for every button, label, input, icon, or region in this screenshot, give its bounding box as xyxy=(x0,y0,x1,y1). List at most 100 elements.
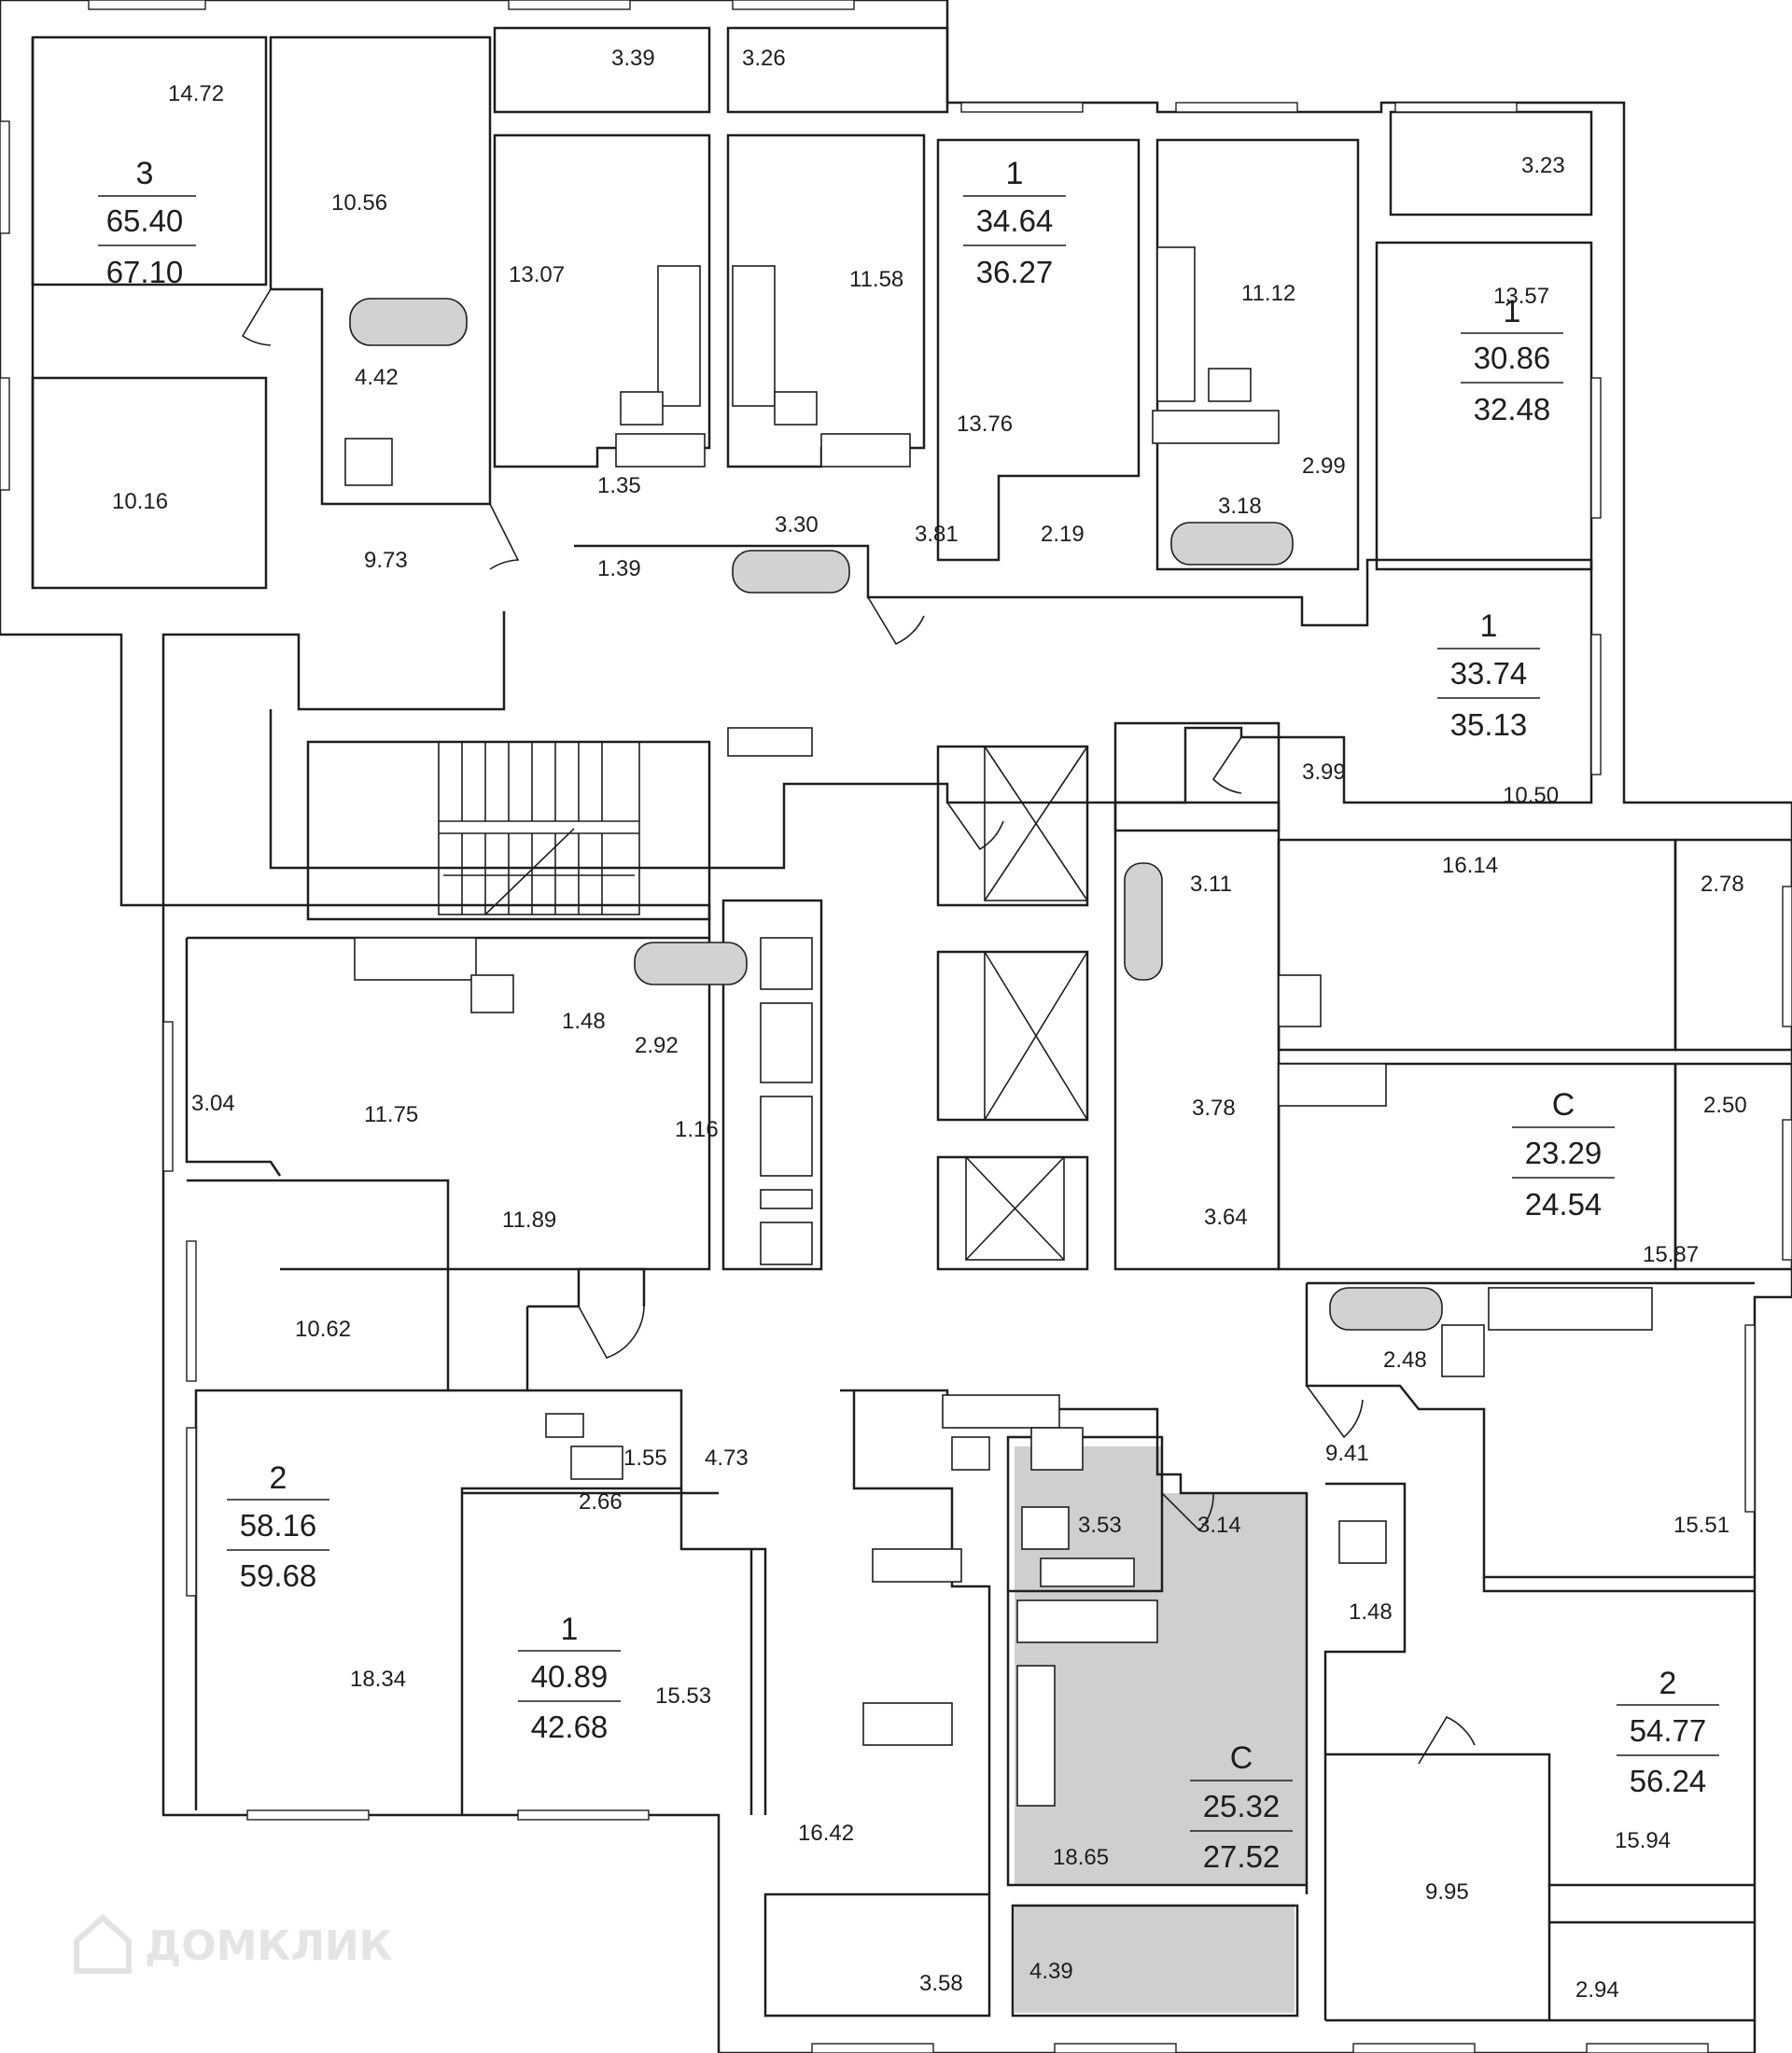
apartment-total-area: 56.24 xyxy=(1630,1764,1707,1798)
room-area-label: 13.57 xyxy=(1493,284,1549,309)
room-area-label: 2.66 xyxy=(579,1489,623,1515)
apartment-total-area: 27.52 xyxy=(1203,1839,1281,1874)
apartment-total-area: 32.48 xyxy=(1474,392,1551,426)
watermark: ДОМКЛИК xyxy=(74,1913,393,1974)
highlighted-apartment xyxy=(1015,1446,1307,2013)
shaft-blocks xyxy=(727,727,813,1265)
room-area-label: 16.14 xyxy=(1442,853,1498,878)
sanitary-fixtures xyxy=(344,246,1653,1807)
elevator-shaft xyxy=(965,1156,1065,1261)
room-area-label: 4.42 xyxy=(355,365,399,390)
room-area-label: 9.95 xyxy=(1425,1879,1469,1905)
room-area-label: 2.94 xyxy=(1575,1977,1619,2003)
apartment-label: 2 54.77 56.24 xyxy=(1617,1666,1719,1798)
room-area-label: 1.55 xyxy=(623,1445,667,1471)
room-area-label: 3.99 xyxy=(1302,760,1346,785)
room-area-label: 3.26 xyxy=(742,46,786,71)
room-area-label: 3.53 xyxy=(1078,1513,1122,1538)
room-area-label: 4.73 xyxy=(705,1445,749,1471)
apartment-rooms: С xyxy=(1230,1740,1253,1776)
apartment-rooms: 1 xyxy=(1006,156,1024,191)
apartment-living-area: 54.77 xyxy=(1630,1713,1707,1748)
apartment-label: 1 33.74 35.13 xyxy=(1437,608,1540,742)
room-area-label: 2.99 xyxy=(1302,454,1346,479)
room-area-label: 18.34 xyxy=(350,1667,406,1692)
apartment-label: 1 30.86 32.48 xyxy=(1461,294,1563,426)
room-area-label: 3.58 xyxy=(919,1971,963,1996)
room-area-label: 10.56 xyxy=(331,190,387,216)
apartment-total-area: 36.27 xyxy=(976,255,1054,289)
apartment-total-area: 59.68 xyxy=(240,1558,317,1593)
room-area-label: 3.64 xyxy=(1204,1205,1248,1230)
door-swings xyxy=(241,288,1476,1765)
apartment-rooms: 1 xyxy=(1480,608,1498,644)
room-area-label: 1.39 xyxy=(597,556,641,581)
room-area-label: 15.87 xyxy=(1643,1242,1699,1267)
room-area-label: 16.42 xyxy=(798,1821,854,1846)
apartment-living-area: 34.64 xyxy=(976,203,1054,238)
apartment-label: 1 40.89 42.68 xyxy=(518,1612,621,1744)
room-area-label: 1.48 xyxy=(1349,1599,1393,1625)
apartment-total-area: 35.13 xyxy=(1450,707,1528,742)
apartment-rooms: 2 xyxy=(270,1460,287,1496)
apartment-total-area: 24.54 xyxy=(1525,1187,1603,1222)
apartment-living-area: 30.86 xyxy=(1474,341,1551,375)
apartment-living-area: 65.40 xyxy=(106,203,184,238)
room-area-label: 18.65 xyxy=(1053,1845,1109,1870)
room-area-label: 2.19 xyxy=(1041,522,1085,547)
house-logo-icon xyxy=(74,1913,132,1974)
room-area-label: 10.16 xyxy=(112,489,168,514)
room-area-label: 3.30 xyxy=(775,512,819,538)
stair-elevator-core xyxy=(438,727,1088,1265)
apartment-labels: 3 65.40 67.10 1 34.64 36.27 1 30.86 32.4… xyxy=(98,156,1719,1874)
room-area-label: 2.48 xyxy=(1383,1348,1427,1373)
room-area-label: 3.04 xyxy=(191,1091,235,1116)
apartment-label: С 25.32 27.52 xyxy=(1190,1740,1293,1874)
room-area-label: 1.48 xyxy=(562,1009,606,1034)
apartment-label: 2 58.16 59.68 xyxy=(227,1460,329,1593)
room-area-label: 10.62 xyxy=(295,1317,351,1342)
room-area-label: 4.39 xyxy=(1029,1959,1073,1984)
apartment-living-area: 25.32 xyxy=(1203,1789,1281,1823)
room-area-label: 9.41 xyxy=(1325,1441,1369,1466)
apartment-living-area: 33.74 xyxy=(1450,656,1528,691)
apartment-rooms: 2 xyxy=(1659,1666,1677,1701)
room-area-label: 3.81 xyxy=(915,522,959,547)
room-area-label: 2.78 xyxy=(1701,872,1744,897)
staircase xyxy=(439,742,639,915)
room-area-label: 13.07 xyxy=(509,262,565,287)
room-area-label: 1.16 xyxy=(675,1117,719,1142)
apartment-rooms: 1 xyxy=(561,1612,579,1647)
room-area-label: 11.58 xyxy=(849,267,903,292)
apartment-living-area: 40.89 xyxy=(531,1659,609,1694)
apartment-label: С 23.29 24.54 xyxy=(1512,1087,1615,1222)
room-area-label: 15.51 xyxy=(1673,1513,1729,1538)
room-area-labels: 14.7210.564.4210.169.733.3913.071.351.39… xyxy=(112,46,1747,2003)
room-area-label: 15.94 xyxy=(1615,1828,1671,1853)
room-area-label: 3.18 xyxy=(1218,494,1262,519)
apartment-rooms: С xyxy=(1552,1087,1575,1123)
room-area-label: 13.76 xyxy=(957,412,1013,437)
room-area-label: 11.75 xyxy=(364,1102,418,1127)
room-area-label: 3.23 xyxy=(1521,153,1565,178)
apartment-total-area: 42.68 xyxy=(531,1710,609,1744)
room-area-label: 11.12 xyxy=(1241,281,1295,306)
apartment-living-area: 58.16 xyxy=(240,1508,317,1543)
room-area-label: 14.72 xyxy=(168,81,224,106)
room-area-label: 2.92 xyxy=(635,1033,679,1058)
apartment-rooms: 3 xyxy=(136,156,154,191)
elevator-shaft xyxy=(984,746,1088,901)
room-area-label: 1.35 xyxy=(597,473,641,498)
room-area-label: 10.50 xyxy=(1503,783,1559,808)
apartment-label: 1 34.64 36.27 xyxy=(963,156,1066,289)
apartment-label: 3 65.40 67.10 xyxy=(98,156,196,289)
room-area-label: 3.14 xyxy=(1197,1513,1241,1538)
watermark-text: ДОМКЛИК xyxy=(145,1922,393,1970)
elevator-shaft xyxy=(984,951,1088,1121)
apartment-rooms: 1 xyxy=(1504,294,1521,329)
room-area-label: 3.78 xyxy=(1192,1096,1236,1121)
apartment-living-area: 23.29 xyxy=(1525,1136,1603,1170)
room-area-label: 3.39 xyxy=(611,46,655,71)
